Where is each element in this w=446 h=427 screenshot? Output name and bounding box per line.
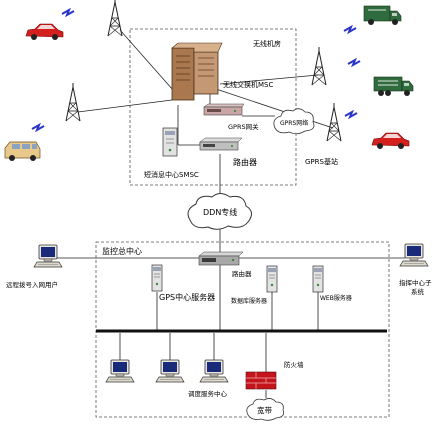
dispatch-sub-pc-icon (399, 243, 429, 267)
router-mid-label: 路由器 (232, 269, 252, 278)
ddn-cloud (187, 193, 252, 230)
dispatch-center-label: 调度服务中心 (188, 389, 228, 398)
db-server-icon (266, 265, 278, 293)
gprs-gateway-icon (203, 103, 245, 116)
gps-server-label: GPS中心服务器 (159, 292, 215, 302)
signal-bolt-icon (61, 9, 75, 16)
truck-icon (373, 76, 414, 96)
smsc-server-icon (162, 127, 178, 157)
db-server-label: 数据库服务器 (231, 297, 267, 305)
remote-user-label: 远程拨号入网用户 (6, 280, 58, 289)
monitor-center-box (95, 241, 390, 418)
signal-bolt-icon (343, 26, 357, 33)
signal-bolt-icon (31, 124, 45, 131)
dispatch-pc-icon (199, 359, 229, 383)
broadband-cloud (246, 398, 285, 421)
car-icon (371, 132, 410, 149)
dispatch-pc-icon (155, 359, 185, 383)
firewall-icon (245, 371, 277, 390)
dispatch-sub-label: 指挥中心子 (399, 278, 432, 287)
firewall-label: 防火墙 (284, 360, 304, 369)
gprs-base-station-label: GPRS基站 (305, 157, 338, 166)
truck-icon (363, 5, 402, 25)
gps-server-icon (151, 264, 163, 292)
signal-bolt-icon (344, 111, 358, 118)
radio-tower-icon (65, 82, 81, 122)
web-server-label: WEB服务器 (320, 294, 352, 302)
gprs-gateway-label: GPRS网关 (228, 122, 259, 131)
van-icon (4, 141, 41, 161)
web-server-icon (312, 265, 324, 293)
router-icon (199, 137, 243, 151)
wireless-room-box (129, 28, 297, 186)
ddn-line-label: DDN专线 (203, 207, 237, 217)
dispatch-sub-label-2: 系统 (411, 287, 425, 296)
router-top-label: 路由器 (233, 157, 257, 167)
remote-user-pc-icon (33, 244, 63, 268)
msc-label: 无线交换机MSC (223, 80, 273, 89)
gprs-network-label: GPRS网络 (280, 119, 308, 127)
radio-tower-icon (326, 102, 342, 142)
smsc-label: 短消息中心SMSC (144, 170, 199, 179)
broadband-label: 宽带 (257, 405, 272, 415)
radio-tower-icon (311, 46, 327, 86)
car-icon (25, 23, 64, 40)
dispatch-pc-icon (105, 359, 135, 383)
gprs-network-cloud (273, 108, 315, 135)
router-icon (198, 251, 244, 266)
monitor-center-label: 监控总中心 (102, 246, 142, 256)
signal-bolt-icon (347, 59, 361, 66)
wireless-room-label: 无线机房 (253, 39, 281, 48)
msc-mainframe-icon (171, 42, 223, 101)
radio-tower-icon (107, 0, 123, 37)
